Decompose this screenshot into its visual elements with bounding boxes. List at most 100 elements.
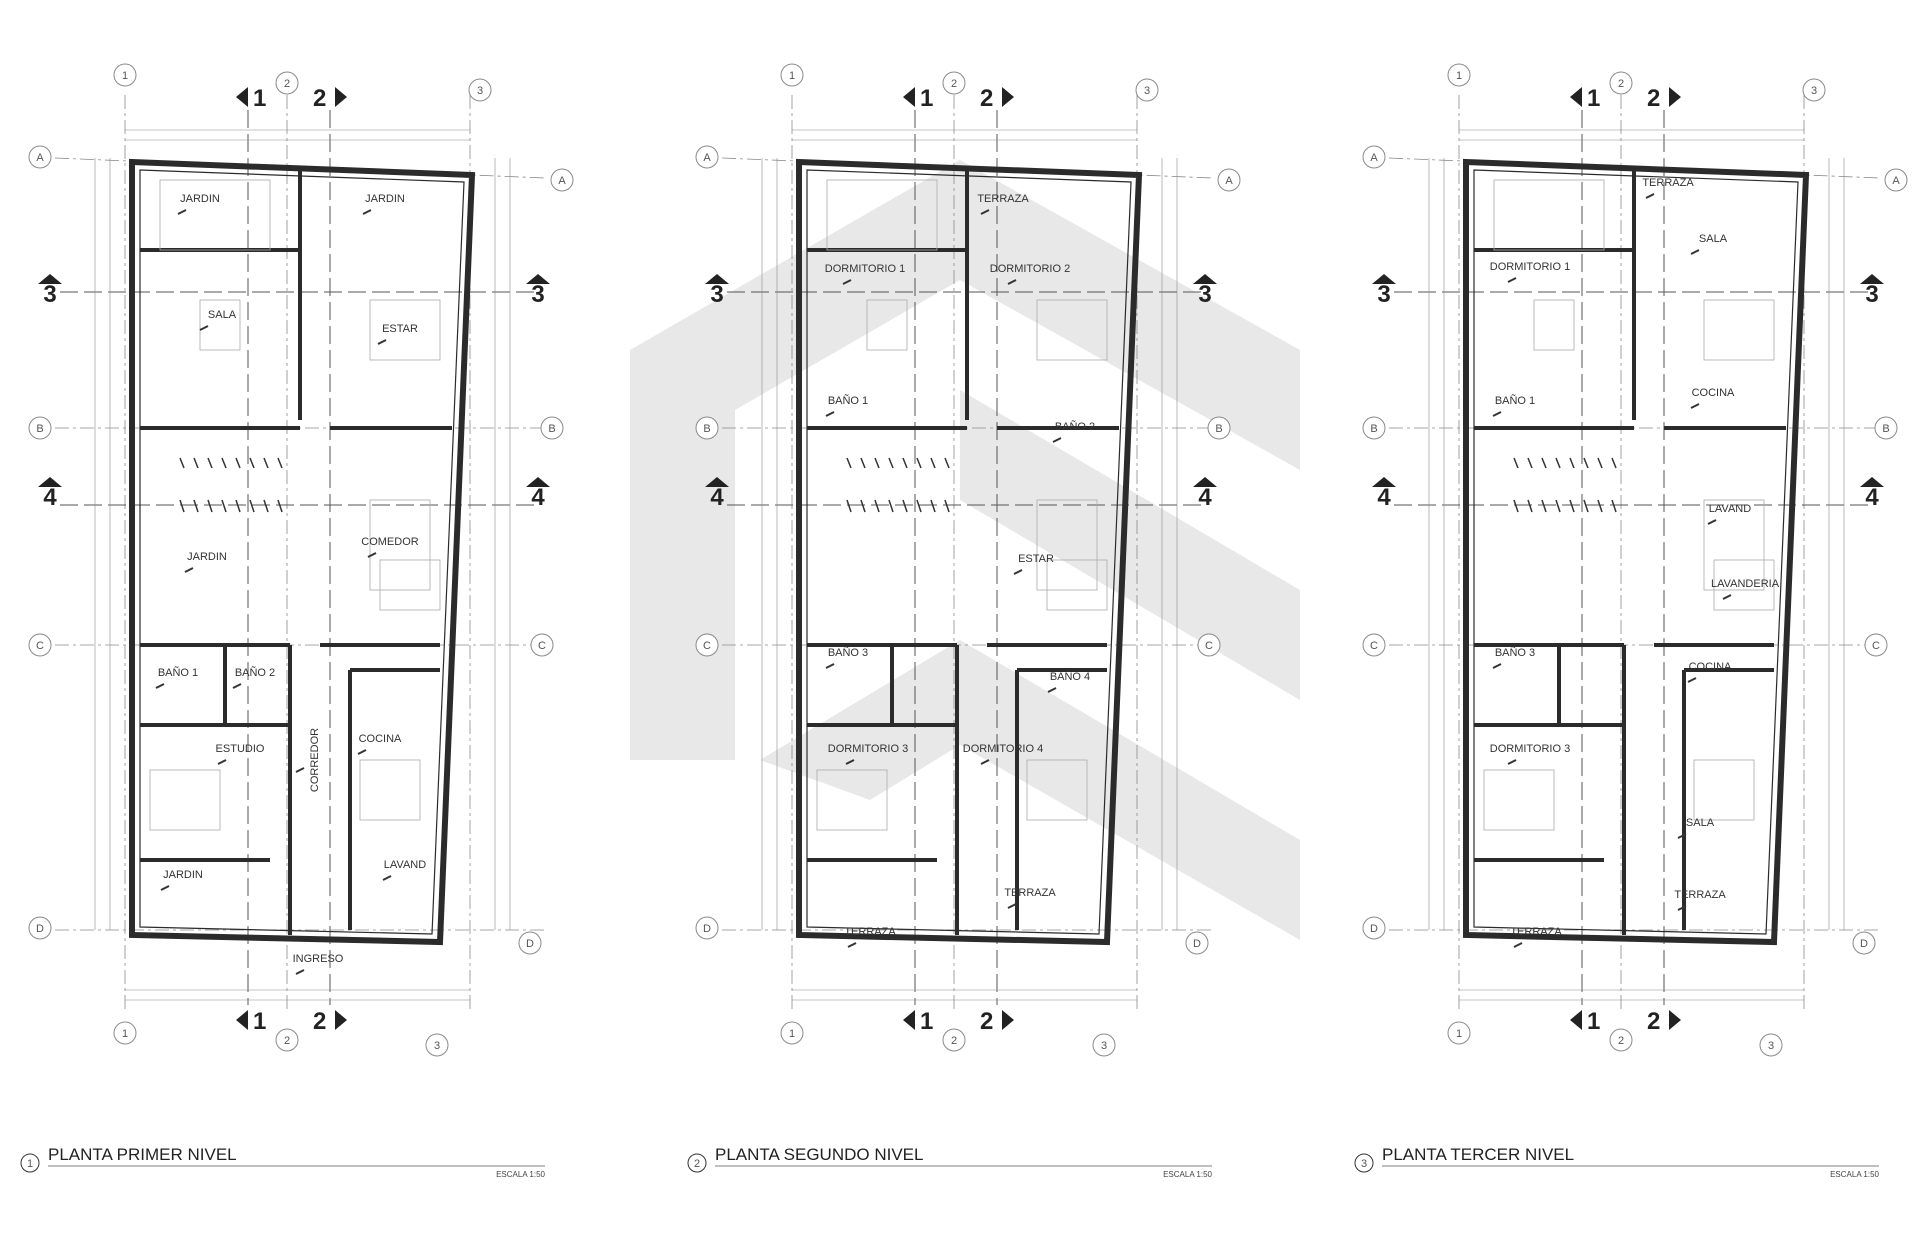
- section-marker-1-bottom: 1: [236, 1008, 266, 1035]
- room-label: LAVANDERIA: [1711, 578, 1780, 590]
- section-marker-4-right: 4: [1193, 477, 1217, 511]
- room-label: JARDIN: [365, 193, 405, 205]
- section-marker-3-left: 3: [38, 274, 62, 308]
- section-marker-4-left: 4: [705, 477, 729, 511]
- watermark-shape: [760, 640, 1300, 940]
- grid-bubble-A-right: A: [550, 168, 574, 192]
- grid-bubble-circle: [1362, 916, 1386, 940]
- grid-bubble-B-left: B: [1362, 416, 1386, 440]
- grid-bubble-label: C: [1370, 640, 1378, 652]
- section-label: 2: [1647, 85, 1660, 112]
- grid-bubble-3-top: 3: [1135, 78, 1159, 102]
- furniture-outline: [379, 559, 441, 611]
- level-marker-icon: [184, 567, 194, 573]
- grid-bubble-circle: [1362, 633, 1386, 657]
- exterior-wall: [1463, 158, 1810, 946]
- stair-tread: [1597, 457, 1603, 469]
- grid-bubble-3-bottom: 3: [1759, 1033, 1783, 1057]
- grid-bubble-A-left: A: [28, 145, 52, 169]
- grid-bubble-label: D: [703, 923, 711, 935]
- grid-bubble-circle: [1197, 633, 1221, 657]
- room-label: DORMITORIO 1: [1490, 261, 1570, 273]
- section-arrow-icon: [1372, 477, 1396, 487]
- furniture: [816, 179, 1108, 831]
- grid-bubble-B-right: B: [1874, 416, 1898, 440]
- stair-tread: [277, 457, 283, 469]
- grid-bubble-label: 3: [1101, 1040, 1107, 1052]
- furniture-outline: [1693, 759, 1755, 821]
- grid-bubble-B-left: B: [695, 416, 719, 440]
- stair-tread: [249, 457, 255, 469]
- stair-tread: [944, 499, 950, 513]
- section-marker-2-top: 2: [313, 85, 347, 112]
- furniture: [149, 179, 441, 831]
- section-arrow-icon: [38, 477, 62, 487]
- grid-bubble-label: D: [1860, 938, 1868, 950]
- grid-bubble-circle: [1447, 63, 1471, 87]
- stair-tread: [1527, 457, 1533, 469]
- grid-bubble-label: C: [36, 640, 44, 652]
- grid-bubble-label: 1: [122, 70, 128, 82]
- room-label: ESTAR: [382, 323, 418, 335]
- section-arrow-icon: [236, 1010, 248, 1030]
- level-marker-icon: [1690, 403, 1700, 409]
- level-marker-icon: [1677, 833, 1687, 839]
- room-label: TERRAZA: [844, 926, 896, 938]
- stair-tread: [179, 499, 185, 513]
- grid-bubble-label: 3: [477, 85, 483, 97]
- grid-bubble-circle: [1217, 168, 1241, 192]
- level-marker-icon: [825, 663, 835, 669]
- stair-tread: [846, 457, 852, 469]
- section-arrow-icon: [236, 87, 248, 107]
- grid-bubble-C-left: C: [1362, 633, 1386, 657]
- sheet-title: PLANTA TERCER NIVEL: [1382, 1145, 1574, 1164]
- level-marker-icon: [980, 759, 990, 765]
- stair-tread: [930, 499, 936, 513]
- grid-bubble-C-right: C: [1864, 633, 1888, 657]
- room-label: BAÑO 2: [235, 666, 275, 679]
- section-label: 2: [313, 1008, 326, 1035]
- grid-bubble-circle: [695, 916, 719, 940]
- level-marker-icon: [367, 552, 377, 558]
- grid-bubble-3-bottom: 3: [425, 1033, 449, 1057]
- grid-bubble-label: C: [703, 640, 711, 652]
- grid-bubble-B-right: B: [1207, 416, 1231, 440]
- furniture-outline: [159, 179, 271, 251]
- sheet-number: 3: [1361, 1158, 1367, 1170]
- section-marker-1-top: 1: [236, 85, 266, 112]
- grid-bubble-circle: [1609, 71, 1633, 95]
- stair-tread: [1527, 499, 1533, 513]
- section-arrow-icon: [1860, 274, 1884, 284]
- section-marker-3-left: 3: [705, 274, 729, 308]
- section-arrow-icon: [1002, 87, 1014, 107]
- room-label: BAÑO 1: [158, 666, 198, 679]
- grid-bubble-circle: [942, 1028, 966, 1052]
- stair-tread: [874, 499, 880, 513]
- level-marker-icon: [1047, 687, 1057, 693]
- stair-tread: [277, 499, 283, 513]
- grid-bubble-label: 1: [1456, 70, 1462, 82]
- grid-bubble-circle: [28, 145, 52, 169]
- furniture-outline: [369, 299, 441, 361]
- stair-tread: [1569, 499, 1575, 513]
- grid-bubble-circle: [695, 145, 719, 169]
- grid-bubble-D-left: D: [695, 916, 719, 940]
- grid-bubble-circle: [540, 416, 564, 440]
- grid-bubble-circle: [530, 633, 554, 657]
- level-marker-icon: [155, 683, 165, 689]
- grid-bubble-1-bottom: 1: [113, 1021, 137, 1045]
- level-marker-icon: [1507, 277, 1517, 283]
- section-label: 4: [1198, 484, 1212, 511]
- grid-bubble-label: A: [703, 152, 711, 164]
- grid-bubble-circle: [28, 633, 52, 657]
- level-marker-icon: [980, 209, 990, 215]
- level-marker-icon: [845, 759, 855, 765]
- watermark-shape: [960, 390, 1300, 700]
- level-marker-icon: [1007, 279, 1017, 285]
- exterior-wall-inner: [1473, 169, 1799, 935]
- room-label: BAÑO 3: [828, 646, 868, 659]
- grid-bubble-label: 1: [1456, 1028, 1462, 1040]
- section-label: 2: [980, 1008, 993, 1035]
- room-label: DORMITORIO 2: [990, 263, 1070, 275]
